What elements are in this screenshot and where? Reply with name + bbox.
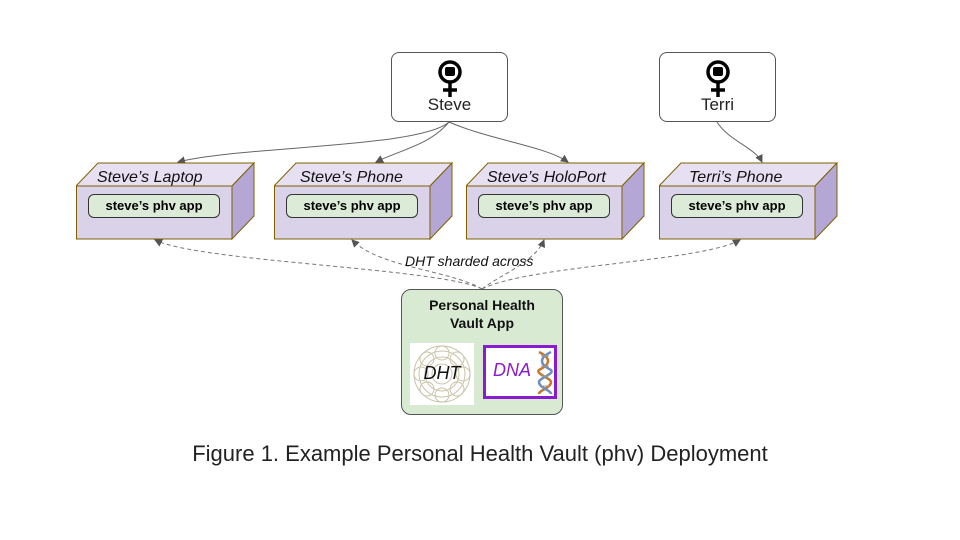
phv-app-pill: steve’s phv app (478, 194, 610, 218)
device-title: Steve’s Phone (300, 169, 403, 186)
phv-app-pill: steve’s phv app (671, 194, 803, 218)
device-title: Terri’s Phone (689, 169, 783, 186)
device-title: Steve’s HoloPort (487, 169, 606, 186)
vault-title: Personal Health Vault App (402, 296, 562, 332)
device-title: Steve’s Laptop (97, 169, 203, 186)
dna-label: DNA (493, 360, 532, 380)
figure-caption: Figure 1. Example Personal Health Vault … (192, 441, 768, 466)
vault-title-line1: Personal Health (429, 297, 535, 313)
personal-health-vault-app: Personal Health Vault App DHT DNA (401, 289, 563, 415)
dht-sharded-label: DHT sharded across (405, 253, 534, 269)
phv-app-pill: steve’s phv app (286, 194, 418, 218)
dht-edge-laptop (154, 239, 483, 290)
mandala-icon (413, 345, 471, 403)
device-steves-phone: Steve’s Phone steve’s phv app (274, 162, 454, 240)
dna-tile: DNA (483, 345, 557, 399)
dht-edge-terri (481, 239, 741, 290)
device-steves-holoport: Steve’s HoloPort steve’s phv app (466, 162, 646, 240)
edge-steve-phone (375, 121, 450, 163)
device-steves-laptop: Steve’s Laptop steve’s phv app (76, 162, 256, 240)
dht-tile: DHT (410, 343, 474, 405)
user-steve: Steve (391, 52, 508, 122)
edge-terri-phone (716, 121, 763, 163)
phv-app-pill: steve’s phv app (88, 194, 220, 218)
dht-edge-holoport (481, 239, 546, 290)
edge-steve-laptop (177, 121, 450, 165)
device-terris-phone: Terri’s Phone steve’s phv app (659, 162, 839, 240)
dna-helix-icon (537, 350, 553, 395)
female-fist-icon (705, 60, 730, 97)
female-fist-icon (437, 60, 462, 97)
user-name: Terri (700, 95, 735, 114)
vault-title-line2: Vault App (449, 315, 515, 331)
dht-label: DHT (423, 363, 461, 383)
edge-steve-holoport (448, 121, 569, 163)
user-name: Steve (427, 95, 472, 114)
user-terri: Terri (659, 52, 776, 122)
